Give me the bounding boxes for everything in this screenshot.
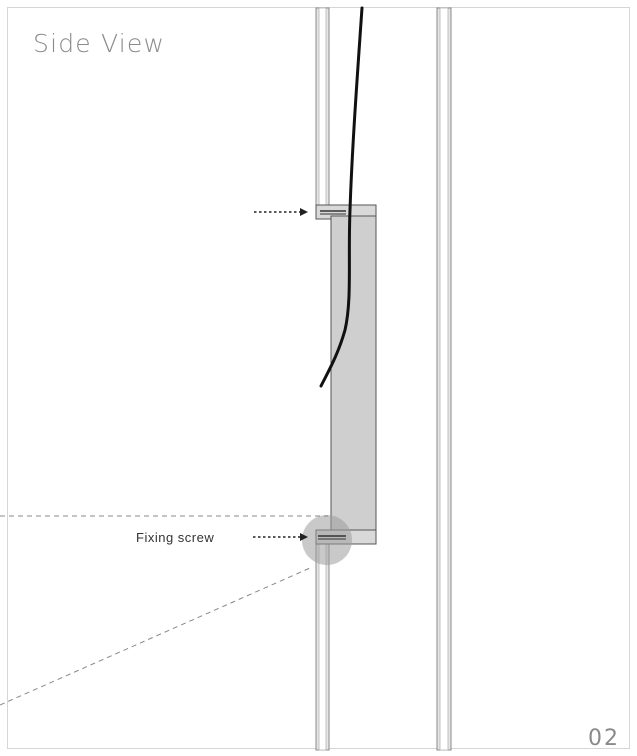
page-number: 02: [588, 726, 620, 751]
right-rail: [436, 7, 452, 751]
cable: [319, 6, 364, 388]
fixing-screw: [318, 535, 346, 540]
left-rail-upper: [315, 7, 330, 217]
top-screw-arrow: [254, 208, 308, 216]
mounted-panel: [315, 204, 377, 545]
left-rail-lower: [315, 539, 330, 751]
detail-leader-lines: [0, 515, 328, 706]
fixing-screw-callout-circle: [302, 515, 352, 565]
fixing-screw-arrow: [253, 533, 308, 541]
top-bracket-screw: [320, 210, 346, 215]
view-title: Side View: [33, 29, 166, 58]
fixing-screw-label: Fixing screw: [136, 530, 215, 545]
